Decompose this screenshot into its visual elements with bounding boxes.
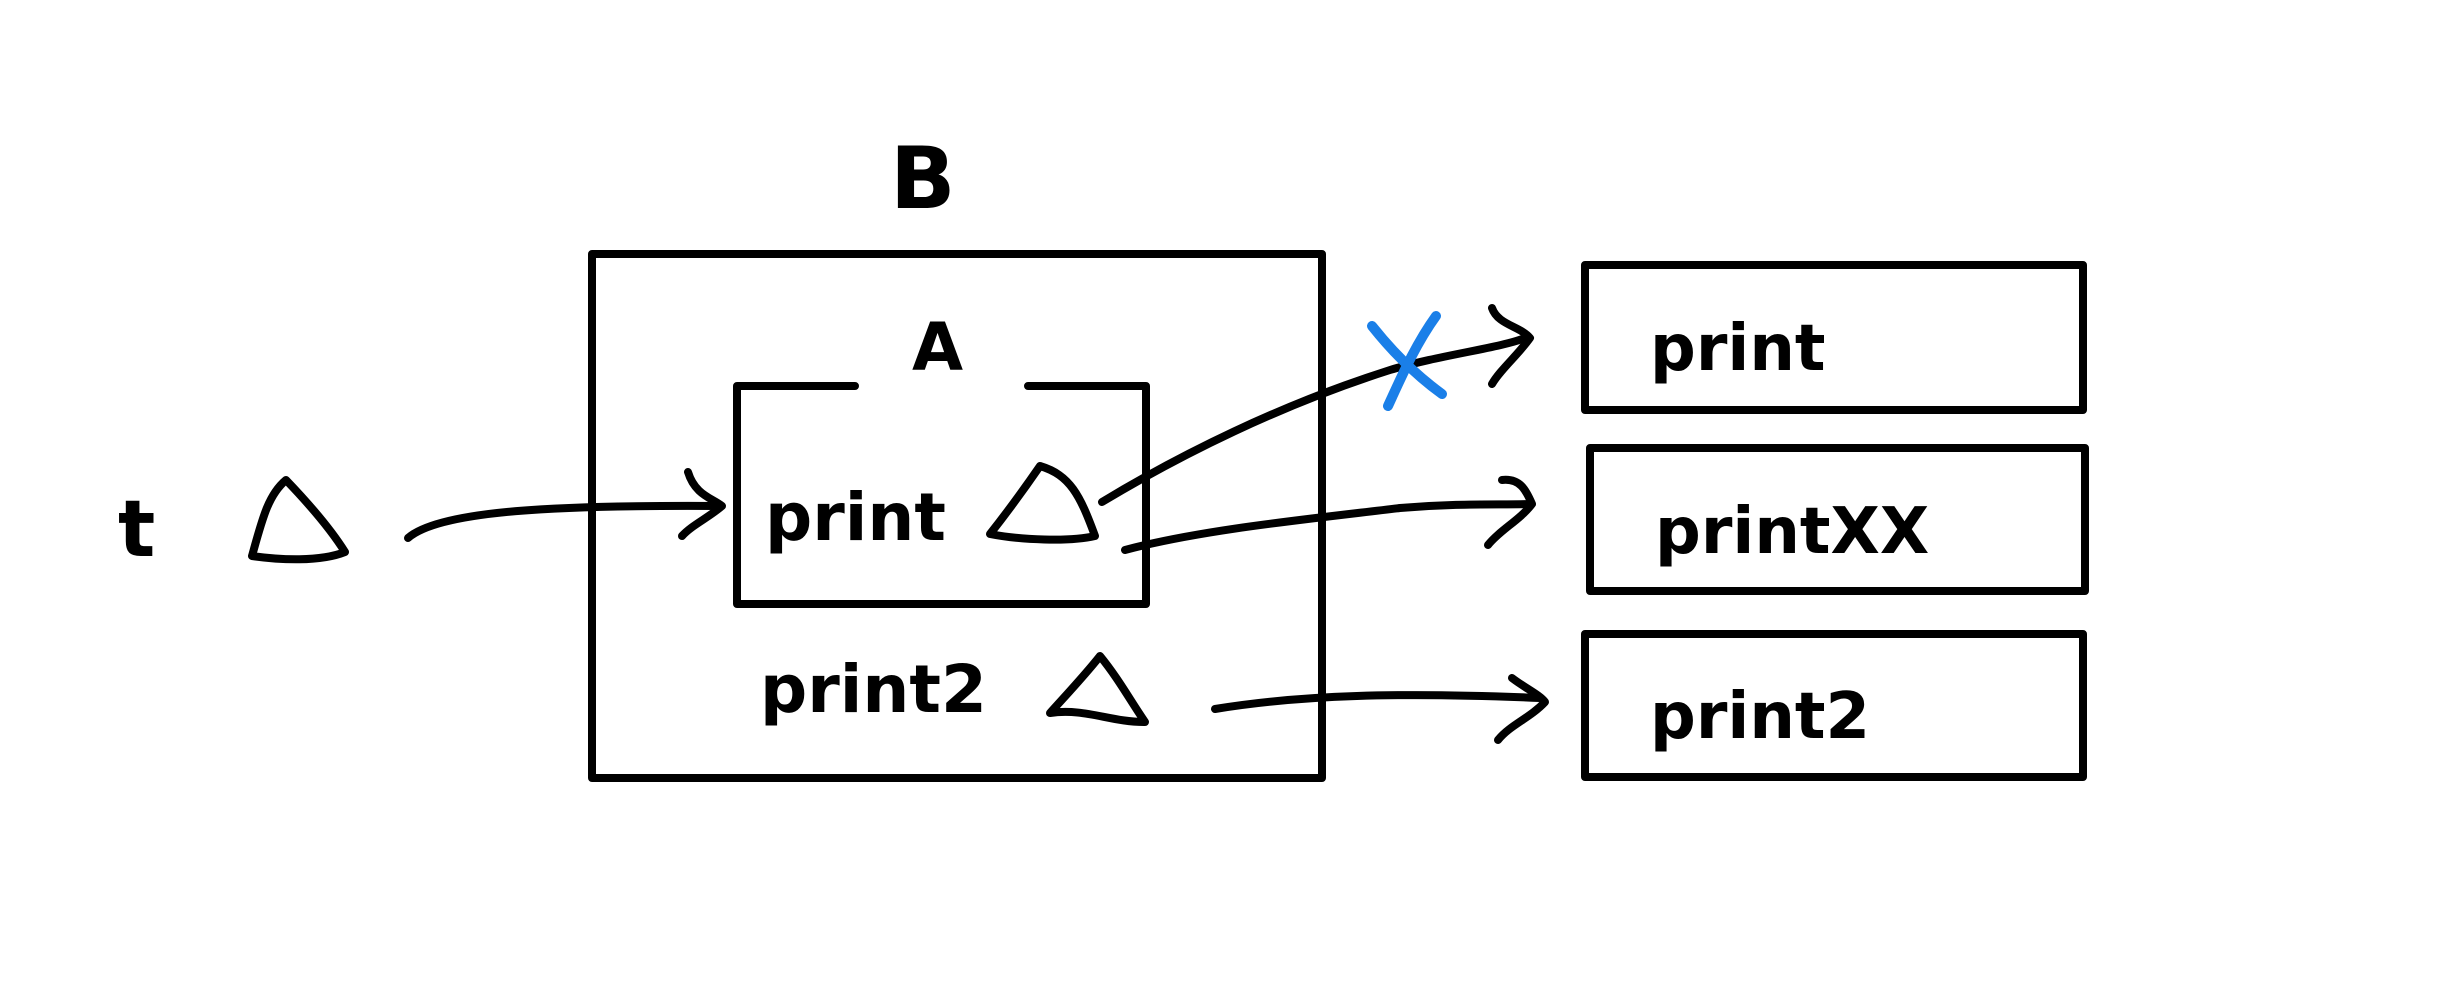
arrow-print2-to-impl-print2-head [1494, 674, 1549, 744]
impl-printxx-box [1586, 444, 2089, 595]
var-t-label: t [118, 485, 155, 575]
method-print-label: print [765, 479, 946, 556]
triangle-print2 [1046, 652, 1149, 726]
method-print2-label: print2 [760, 651, 987, 728]
outer-box-label: B [890, 129, 956, 229]
impl-printxx-label: printXX [1655, 495, 1929, 569]
arrow-t-to-a [404, 501, 724, 542]
cross-mark-icon [1367, 311, 1447, 411]
inner-box-a [733, 382, 1150, 608]
arrow-print2-to-impl-print2 [1211, 691, 1544, 713]
impl-print-label: print [1650, 312, 1825, 386]
inner-box-label: A [912, 309, 963, 386]
arrow-print-to-impl-printxx [1121, 500, 1534, 554]
impl-print2-box [1581, 630, 2087, 781]
arrow-print-to-impl-print [1098, 334, 1529, 506]
triangle-t [248, 476, 349, 564]
arrow-print-to-impl-printxx-head [1484, 475, 1536, 549]
arrow-print-to-impl-print-head [1488, 304, 1534, 388]
impl-print2-label: print2 [1650, 680, 1870, 754]
impl-print-box [1581, 261, 2087, 414]
arrow-t-to-a-head [678, 468, 726, 540]
triangle-print [986, 462, 1099, 544]
